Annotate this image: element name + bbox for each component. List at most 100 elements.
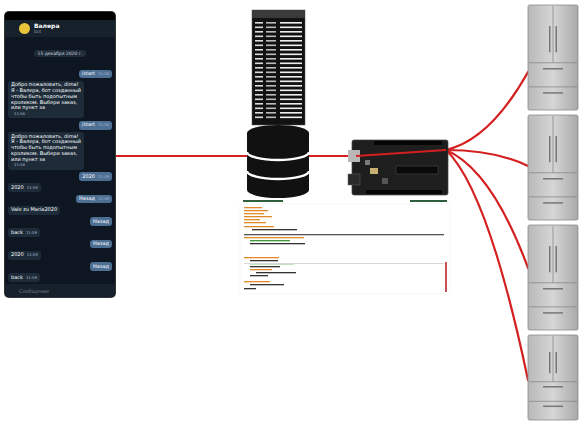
table-cell (280, 94, 302, 96)
code-line (250, 269, 272, 270)
message-text: Назад (79, 195, 95, 201)
fridge-door-split (529, 62, 577, 63)
chat-bubble: Назад11:59 (76, 195, 112, 204)
fridge-door-split (553, 6, 554, 63)
arduino-board (352, 140, 448, 195)
table-cell (266, 54, 276, 56)
red-marker (445, 262, 447, 292)
fridge-handle (556, 136, 558, 162)
table-cell (280, 27, 302, 29)
fridge-handle (543, 288, 563, 290)
fridge-handle (549, 246, 551, 272)
fridge-door-split (529, 196, 577, 197)
message-text: Я - Валера, бот созданный чтобы быть под… (11, 139, 81, 162)
code-screenshot (240, 204, 450, 294)
fridge-handle (543, 312, 563, 314)
code-rule (244, 263, 444, 264)
code-line (256, 272, 296, 273)
table-cell (266, 31, 276, 33)
table-cell (266, 45, 276, 47)
date-label: 15 декабря 2020 г. (38, 51, 83, 56)
input-placeholder: Сообщение (19, 288, 49, 294)
fridge-handle (543, 406, 563, 408)
red-wire (115, 155, 248, 157)
code-line (244, 210, 268, 211)
power-jack (348, 174, 360, 185)
chat-area: /start 11:58 Добро пожаловать, dima!Я - Ва… (8, 49, 112, 282)
table-cell (255, 67, 263, 69)
chat-subtitle: bot (34, 29, 41, 34)
table-cell (266, 108, 276, 110)
code-line (244, 288, 256, 289)
table-cell (255, 94, 263, 96)
fridge-door-split (553, 116, 554, 173)
chat-bubble: Vale zu Maria2020 (8, 206, 60, 215)
pin-header (366, 190, 442, 194)
table-cell (255, 90, 263, 92)
table-cell (255, 108, 263, 110)
table-cell (255, 81, 263, 83)
fridge-handle (543, 92, 563, 94)
table-cell (266, 103, 276, 105)
message-time: 11:58 (14, 162, 25, 167)
table-cell (255, 112, 263, 114)
red-wire (446, 150, 528, 380)
message-text: Назад (93, 240, 109, 246)
code-line (244, 213, 264, 214)
table-cell (266, 49, 276, 51)
table-cell (280, 22, 302, 24)
table-cell (280, 54, 302, 56)
refrigerator (528, 5, 578, 110)
table-cell (280, 103, 302, 105)
code-line (250, 260, 278, 261)
code-line (250, 266, 280, 267)
message-text: 2020 (11, 251, 24, 257)
fridge-handle (549, 352, 551, 373)
microcontroller (396, 166, 438, 174)
fridge-door-split (529, 282, 577, 283)
chat-bubble: 202011:59 (8, 251, 41, 260)
component (382, 178, 388, 184)
table-cell (266, 90, 276, 92)
code-line (244, 222, 266, 223)
message-text: 2020 (82, 173, 95, 179)
table-cell (255, 40, 263, 42)
fridge-door-split (529, 86, 577, 87)
chat-bubble: Добро пожаловать, dima!Я - Валера, бот с… (8, 81, 84, 119)
message-text: /start (82, 70, 95, 76)
code-line (250, 243, 305, 244)
table-cell (280, 90, 302, 92)
table-cell (255, 58, 263, 60)
fridge-handle (556, 352, 558, 373)
table-cell (255, 117, 263, 119)
table-cell (280, 81, 302, 83)
message-time: 11:59 (27, 252, 38, 257)
phone-screen: Валераbot 15 декабря 2020 г. /start 11:58 До… (5, 12, 115, 297)
table-cell (266, 112, 276, 114)
status-bar (5, 12, 115, 20)
message-input: Сообщение (5, 284, 115, 297)
table-cell (266, 63, 276, 65)
table-cell (280, 117, 302, 119)
table-cell (266, 22, 276, 24)
caption-bar (410, 200, 447, 202)
fridge-handle (549, 26, 551, 52)
code-line (244, 257, 279, 258)
fridge-handle (556, 26, 558, 52)
table-cell (266, 99, 276, 101)
red-wire (446, 72, 528, 150)
chat-bubble: 202011:59 (79, 172, 112, 181)
table-cell (280, 72, 302, 74)
table-cell (255, 85, 263, 87)
table-cell (280, 36, 302, 38)
table-cell (280, 99, 302, 101)
table-cell (280, 40, 302, 42)
fridge-handle (549, 136, 551, 162)
table-cell (266, 67, 276, 69)
fridge-handle (543, 178, 563, 180)
fridge-handle (543, 202, 563, 204)
chat-header: Валераbot (5, 20, 115, 37)
table-cell (255, 49, 263, 51)
table-cell (280, 31, 302, 33)
fridge-door-split (529, 401, 577, 402)
